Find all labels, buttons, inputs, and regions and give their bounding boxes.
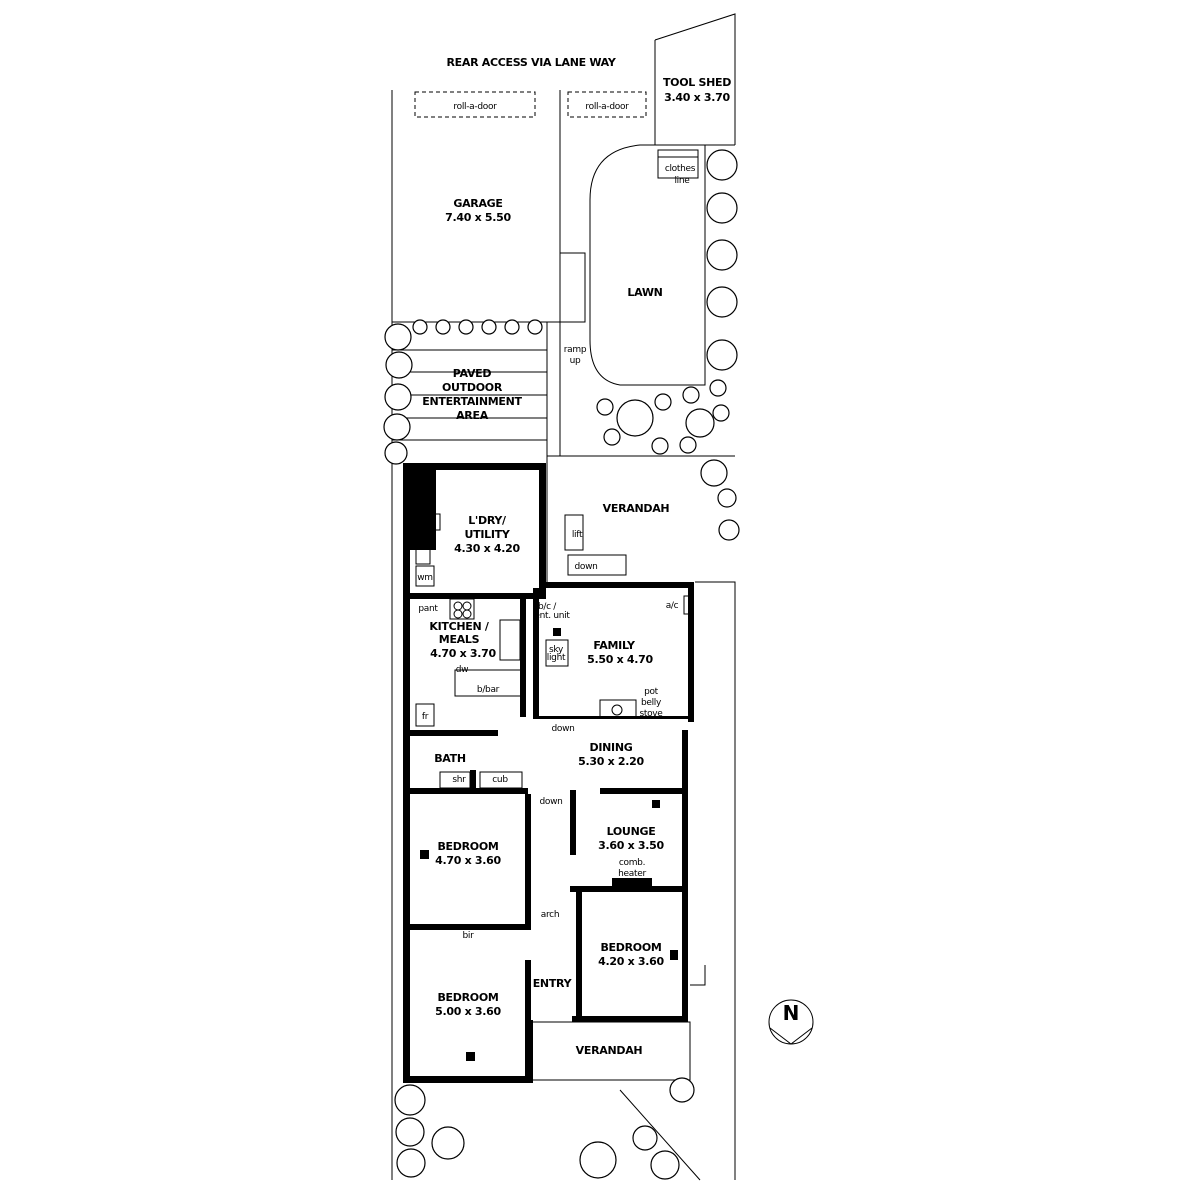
kitchen-line2: MEALS	[439, 633, 480, 646]
down-rear: down	[574, 562, 597, 572]
pot-belly-2: belly	[641, 698, 662, 708]
garage-size: 7.40 x 5.50	[445, 211, 511, 224]
bedroom2-name: BEDROOM	[600, 941, 661, 954]
garage-name: GARAGE	[453, 197, 502, 210]
bedroom1-name: BEDROOM	[437, 840, 498, 853]
bic-label: b/c /	[538, 602, 557, 612]
bedroom1-size: 4.70 x 3.60	[435, 854, 501, 867]
house-walls	[403, 463, 694, 1083]
wm-label: wm	[417, 573, 433, 583]
down-family: down	[551, 724, 574, 734]
ramp-2: up	[570, 356, 581, 366]
paved-line2: OUTDOOR	[442, 381, 503, 394]
clothes-line-1: clothes	[665, 164, 696, 174]
trees	[383, 149, 740, 1180]
compass-n: N	[783, 1001, 800, 1025]
fr-label: fr	[422, 712, 429, 722]
clothes-line-2: line	[674, 176, 690, 186]
bedroom3-name: BEDROOM	[437, 991, 498, 1004]
fixtures-drawings	[415, 513, 693, 1061]
kitchen-line1: KITCHEN /	[429, 620, 490, 633]
laundry-line2: UTILITY	[465, 528, 511, 541]
ramp-1: ramp	[564, 345, 587, 355]
comb-heater-2: heater	[618, 869, 646, 879]
laundry-line1: L'DRY/	[468, 514, 507, 527]
shr-laundry: shr	[421, 518, 435, 528]
kitchen-size: 4.70 x 3.70	[430, 647, 496, 660]
pant-label: pant	[418, 604, 438, 614]
verandah-rear-name: VERANDAH	[603, 502, 670, 515]
dw-label: dw	[456, 665, 468, 675]
pot-belly-1: pot	[644, 687, 659, 697]
family-name: FAMILY	[593, 639, 636, 652]
bedroom3-size: 5.00 x 3.60	[435, 1005, 501, 1018]
paved-line3: ENTERTAINMENT	[422, 395, 522, 408]
sky-light-1: sky	[549, 645, 564, 655]
compass: N	[768, 999, 814, 1045]
comb-heater-1: comb.	[619, 858, 645, 868]
cub-label: cub	[492, 775, 508, 785]
paved-line4: AREA	[456, 409, 489, 422]
entry-name: ENTRY	[533, 977, 573, 990]
down-dining: down	[539, 797, 562, 807]
sky-light-2: light	[547, 653, 566, 663]
labels: REAR ACCESS VIA LANE WAY roll-a-door rol…	[417, 56, 731, 1057]
dining-name: DINING	[590, 741, 633, 754]
bir-label: bir	[462, 931, 474, 941]
dining-size: 5.30 x 2.20	[578, 755, 644, 768]
bbar-label: b/bar	[477, 685, 500, 695]
ac-label: a/c	[666, 601, 679, 611]
verandah-front-name: VERANDAH	[576, 1044, 643, 1057]
ent-unit-label: ent. unit	[534, 611, 570, 621]
paved-line1: PAVED	[453, 367, 492, 380]
lawn-name: LAWN	[627, 286, 662, 299]
lounge-name: LOUNGE	[607, 825, 656, 838]
family-size: 5.50 x 4.70	[587, 653, 653, 666]
rear-access-label: REAR ACCESS VIA LANE WAY	[446, 56, 616, 69]
lift-label: lift	[572, 530, 583, 540]
arch-label: arch	[541, 910, 559, 920]
roll-a-door-left: roll-a-door	[453, 102, 497, 112]
bedroom2-size: 4.20 x 3.60	[598, 955, 664, 968]
pot-belly-3: stove	[639, 709, 663, 719]
tool-shed-size: 3.40 x 3.70	[664, 91, 730, 104]
tool-shed-name: TOOL SHED	[663, 76, 731, 89]
shr-bath: shr	[452, 775, 466, 785]
roll-a-door-right: roll-a-door	[585, 102, 629, 112]
laundry-size: 4.30 x 4.20	[454, 542, 520, 555]
bath-name: BATH	[434, 752, 466, 765]
lounge-size: 3.60 x 3.50	[598, 839, 664, 852]
